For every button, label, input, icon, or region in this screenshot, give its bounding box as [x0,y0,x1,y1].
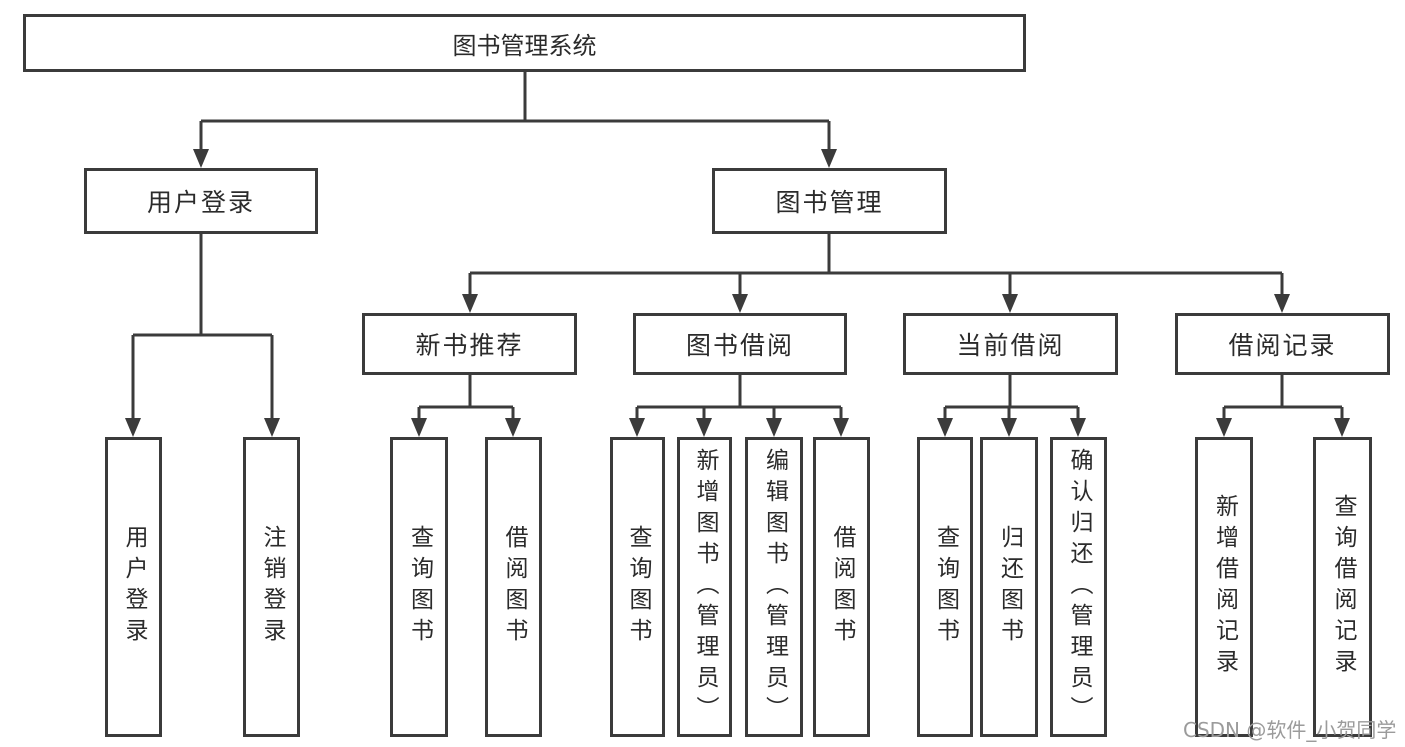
leaf-borrow-edit-admin: 编辑图书（管理员） [745,437,803,737]
leaf-newbooks-query: 查询图书 [390,437,448,737]
arrow-to-records [1274,294,1290,313]
leaf-user-login: 用户登录 [105,437,162,737]
node-book-management: 图书管理 [712,168,947,234]
leaf-borrow-edit-admin-label: 编辑图书（管理员） [761,447,788,727]
arrow-leaf-a1 [125,418,141,437]
node-borrow-records: 借阅记录 [1175,313,1390,375]
arrow-leaf-e1 [1216,418,1232,437]
leaf-user-login-label: 用户登录 [121,525,147,649]
leaf-newbooks-query-label: 查询图书 [406,525,433,649]
leaf-borrow-query-label: 查询图书 [625,525,651,649]
arrow-leaf-c3 [766,418,782,437]
leaf-records-add-label: 新增借阅记录 [1211,494,1238,680]
arrow-to-user-login [193,149,209,168]
arrow-leaf-b1 [411,418,427,437]
connector-currentborrow-to-leaves [943,375,1080,421]
node-book-borrow-label: 图书借阅 [685,331,794,360]
node-book-management-label: 图书管理 [775,188,884,217]
leaf-newbooks-borrow-label: 借阅图书 [501,525,527,649]
arrow-to-book-mgmt [821,149,837,168]
leaf-current-return: 归还图书 [980,437,1038,737]
leaf-logout-label: 注销登录 [259,525,285,649]
arrow-to-newbooks [462,294,478,313]
connector-userlogin-to-leaves [131,234,274,421]
leaf-current-query: 查询图书 [917,437,973,737]
leaf-logout: 注销登录 [243,437,300,737]
leaf-newbooks-borrow: 借阅图书 [485,437,542,737]
arrowheads [125,149,1350,437]
node-user-login: 用户登录 [84,168,318,234]
leaf-borrow-borrow: 借阅图书 [813,437,870,737]
leaf-records-query-label: 查询借阅记录 [1330,494,1356,680]
node-user-login-label: 用户登录 [146,188,255,217]
connector-root-to-level2 [199,72,831,152]
arrow-leaf-a2 [264,418,280,437]
arrow-leaf-d1 [937,418,953,437]
node-root-label: 图书管理系统 [452,31,597,60]
leaf-current-return-label: 归还图书 [996,525,1023,649]
watermark-csdn: CSDN @软件_小贺同学 [1183,718,1397,742]
arrow-to-currentborrow [1002,294,1018,313]
connector-bookmgmt-to-level3 [468,234,1284,297]
node-new-book-recommend-label: 新书推荐 [415,331,524,360]
leaf-current-confirm-admin-label: 确认归还（管理员） [1066,447,1092,727]
arrow-leaf-c2 [696,418,712,437]
connector-records-to-leaves [1222,375,1344,421]
node-root: 图书管理系统 [23,14,1026,72]
node-new-book-recommend: 新书推荐 [362,313,577,375]
leaf-borrow-add-admin: 新增图书（管理员） [677,437,732,737]
leaf-records-query: 查询借阅记录 [1313,437,1372,737]
node-borrow-records-label: 借阅记录 [1228,331,1337,360]
arrow-leaf-c1 [629,418,645,437]
node-book-borrow: 图书借阅 [633,313,847,375]
arrow-leaf-e2 [1334,418,1350,437]
leaf-borrow-add-admin-label: 新增图书（管理员） [692,447,718,727]
arrow-leaf-c4 [833,418,849,437]
leaf-current-confirm-admin: 确认归还（管理员） [1050,437,1107,737]
connector-bookborrow-to-leaves [635,375,843,421]
arrow-leaf-d3 [1070,418,1086,437]
leaf-borrow-query: 查询图书 [610,437,665,737]
leaf-records-add: 新增借阅记录 [1195,437,1253,737]
connector-newbooks-to-leaves [417,375,515,421]
node-current-borrow: 当前借阅 [903,313,1118,375]
arrow-leaf-d2 [1001,418,1017,437]
leaf-current-query-label: 查询图书 [932,525,959,649]
arrow-to-bookborrow [732,294,748,313]
leaf-borrow-borrow-label: 借阅图书 [829,525,855,649]
node-current-borrow-label: 当前借阅 [956,331,1065,360]
arrow-leaf-b2 [505,418,521,437]
